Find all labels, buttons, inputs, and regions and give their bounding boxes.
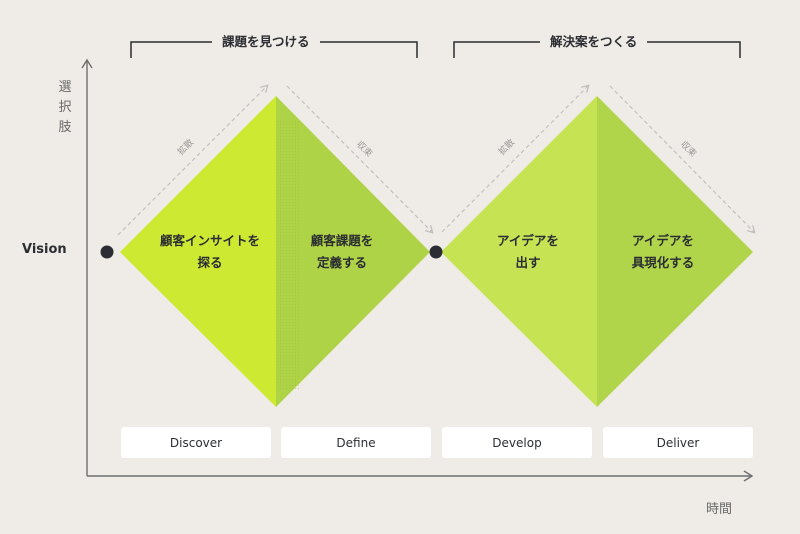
midpoint-dot <box>429 245 443 259</box>
discover-shape <box>120 96 276 407</box>
phase-card-discover: Discover <box>121 427 271 458</box>
define-label-line2: 定義する <box>316 255 367 270</box>
phase-card-deliver: Deliver <box>603 427 753 458</box>
y-axis-label: 選 択 肢 <box>57 78 73 138</box>
discover-label-line1: 顧客インサイトを <box>159 233 260 248</box>
deliver-label-line1: アイデアを <box>632 233 694 248</box>
discover-label-line2: 探る <box>197 255 223 270</box>
vision-start-dot <box>100 245 114 259</box>
vision-label: Vision <box>22 242 67 257</box>
discover-label: 顧客インサイトを 探る <box>145 230 275 274</box>
diverge-arrow-1 <box>117 86 267 236</box>
develop-shape <box>441 96 597 407</box>
y-axis-label-char: 択 <box>58 100 72 115</box>
define-label: 顧客課題を 定義する <box>277 230 407 274</box>
bracket-title-right: 解決案をつくる <box>540 31 648 50</box>
x-axis-label: 時間 <box>706 502 733 517</box>
phase-card-define: Define <box>281 427 431 458</box>
y-axis-label-char: 肢 <box>58 120 72 135</box>
develop-label-line2: 出す <box>515 255 541 270</box>
deliver-shape <box>597 96 753 407</box>
define-shadow-texture <box>276 120 300 390</box>
deliver-label-line2: 具現化する <box>631 255 695 270</box>
converge-arrow-2 <box>609 85 754 232</box>
deliver-label: アイデアを 具現化する <box>598 230 728 274</box>
define-shape <box>276 96 430 407</box>
develop-label-line1: アイデアを <box>497 233 559 248</box>
develop-label: アイデアを 出す <box>463 230 593 274</box>
phase-card-develop: Develop <box>442 427 592 458</box>
define-label-line1: 顧客課題を <box>310 233 374 248</box>
y-axis-label-char: 選 <box>58 80 72 95</box>
bracket-title-left: 課題を見つける <box>212 31 320 50</box>
converge-arrow-1 <box>286 85 432 232</box>
